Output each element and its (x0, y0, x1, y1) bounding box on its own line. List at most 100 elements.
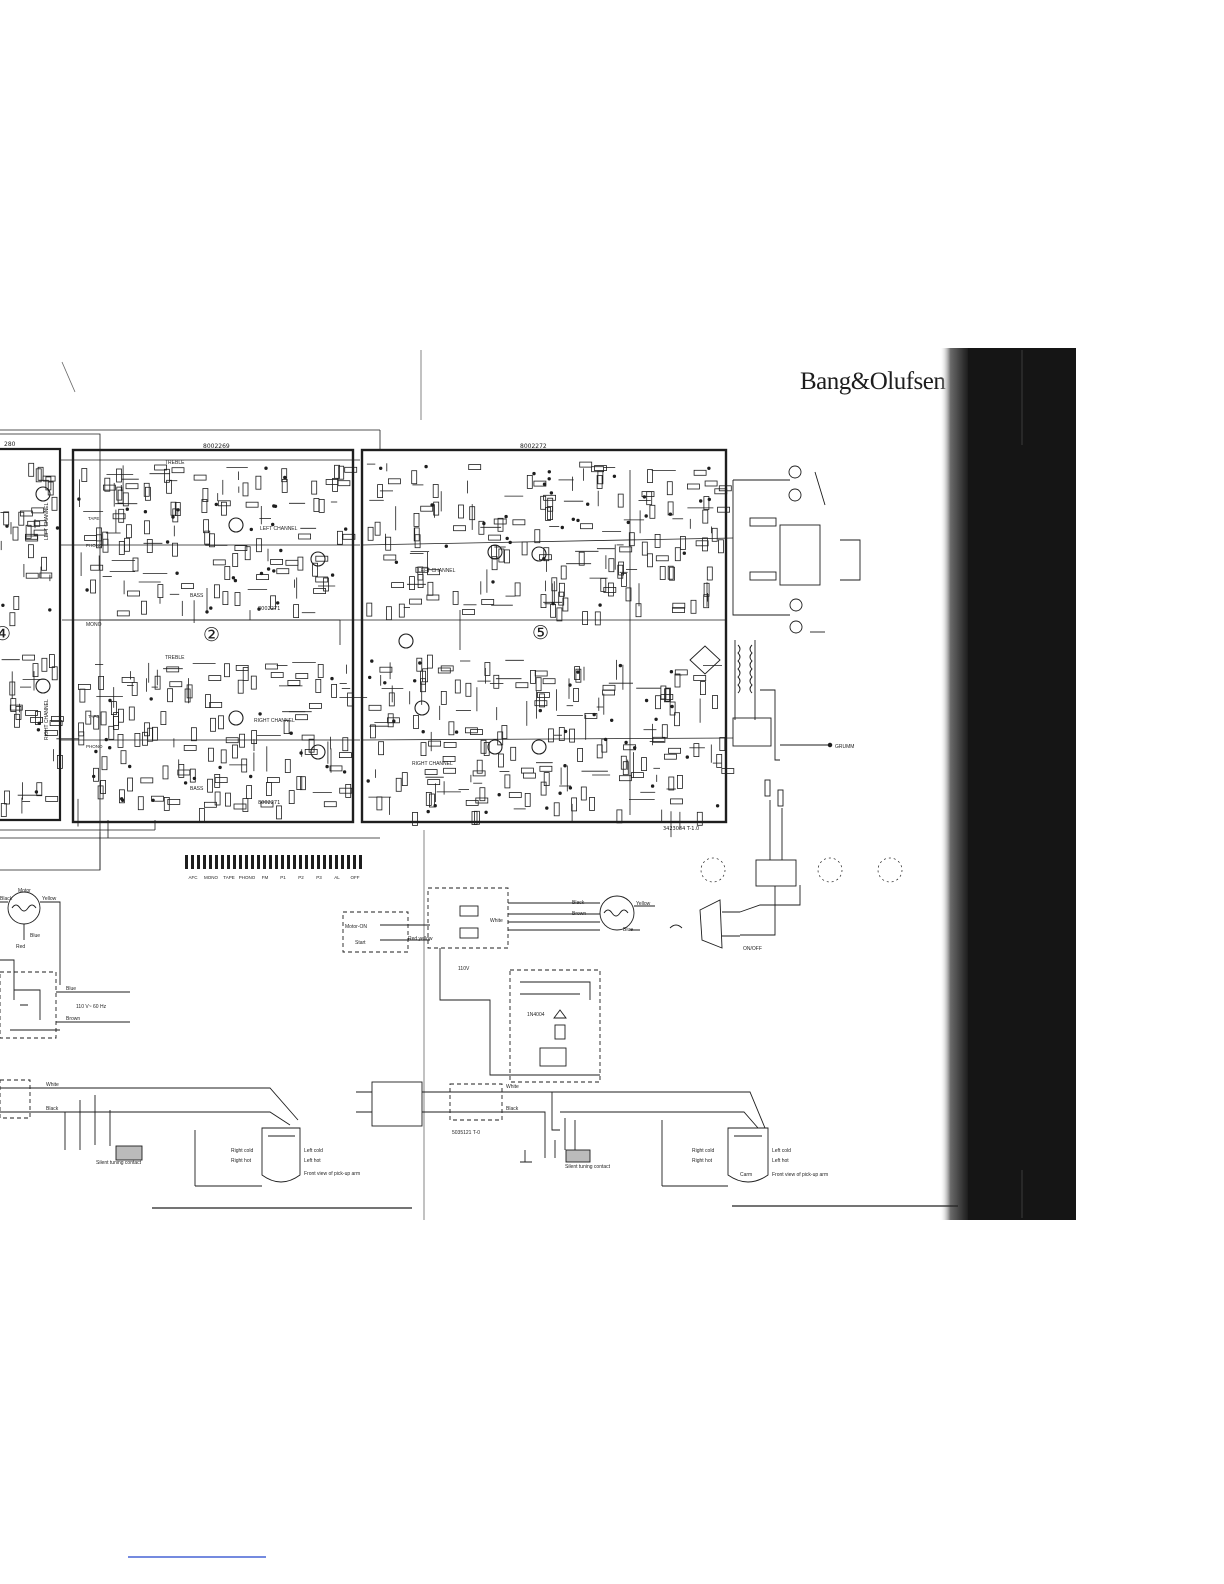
circuit-mark (315, 679, 322, 693)
circuit-mark (242, 798, 249, 812)
circuit-mark (598, 603, 602, 607)
signal-bus (361, 737, 734, 741)
circuit-mark (411, 470, 418, 485)
circuit-mark (667, 565, 674, 580)
tt-right-white2: White (506, 1084, 519, 1090)
circuit-mark (119, 797, 124, 801)
circuit-mark (702, 509, 709, 524)
circuit-mark (540, 781, 547, 796)
circuit-mark (424, 464, 428, 469)
switch-contact (329, 855, 332, 869)
circuit-mark (317, 664, 324, 678)
circuit-mark (433, 501, 440, 516)
circuit-mark (117, 489, 124, 504)
circuit-mark (78, 731, 85, 746)
circuit-mark (281, 478, 288, 493)
circuit-mark (412, 812, 418, 826)
circuit-mark (534, 529, 541, 544)
switch-contact (287, 855, 290, 869)
selector-label: OFF (351, 875, 360, 880)
circuit-mark (612, 474, 617, 478)
circuit-mark (454, 679, 461, 694)
circuit-mark (578, 551, 585, 566)
circuit-mark (101, 756, 108, 771)
circuit-mark (542, 678, 556, 685)
tt-right-right-hot: Right hot (692, 1158, 713, 1164)
circuit-mark (296, 776, 303, 790)
circuit-mark (209, 702, 223, 708)
circuit-mark (427, 581, 434, 596)
circuit-mark (246, 785, 253, 799)
circuit-mark (617, 493, 624, 508)
circuit-mark (649, 504, 656, 519)
circuit-mark (501, 725, 508, 739)
circuit-mark (331, 684, 338, 698)
circuit-mark (409, 598, 423, 605)
circuit-mark (704, 480, 718, 487)
selector-switch-p1: P1 (275, 855, 290, 880)
circuit-mark (233, 803, 247, 810)
circuit-mark (560, 565, 567, 580)
circuit-mark (596, 744, 603, 759)
brand-logo-text: Bang&Olufsen (800, 368, 946, 395)
circuit-mark (35, 468, 42, 483)
circuit-mark (249, 527, 253, 532)
tt-right-black: Black (572, 900, 585, 906)
circuit-mark (112, 513, 126, 520)
tt-right-left-hot: Left hot (772, 1158, 789, 1164)
circuit-mark (297, 556, 304, 571)
circuit-mark (325, 764, 329, 769)
selector-switch-fm: FM (257, 855, 272, 880)
circuit-mark (715, 804, 720, 808)
circuit-mark (329, 765, 343, 772)
circuit-mark (473, 810, 480, 825)
circuit-mark (558, 727, 565, 741)
tt-left-left-cold: Left cold (304, 1148, 323, 1154)
circuit-mark (171, 467, 185, 474)
subboard-number-top: 8002271 (258, 606, 280, 612)
circuit-mark (535, 677, 542, 692)
circuit-mark (703, 594, 710, 609)
binding-shadow (940, 348, 1076, 1220)
circuit-mark (81, 468, 88, 482)
circuit-mark (189, 768, 196, 783)
circuit-mark (79, 688, 86, 703)
circuit-mark (288, 790, 295, 804)
circuit-mark (680, 536, 686, 550)
circuit-mark (202, 488, 209, 502)
circuit-mark (413, 513, 420, 527)
circuit-mark (374, 521, 381, 536)
circuit-mark (342, 770, 347, 774)
circuit-mark (256, 574, 269, 580)
circuit-mark (504, 549, 510, 564)
circuit-mark (488, 534, 502, 541)
circuit-mark (120, 750, 127, 765)
circuit-mark (602, 684, 616, 691)
circuit-mark (330, 676, 334, 681)
switch-contact (293, 855, 296, 869)
circuit-mark (131, 682, 138, 696)
circuit-mark (394, 560, 399, 564)
circuit-mark (530, 670, 536, 684)
circuit-mark (22, 654, 36, 661)
circuit-mark (270, 559, 284, 565)
circuit-mark (668, 747, 681, 754)
tt-right-yellow: Yellow (636, 901, 651, 907)
circuit-mark (660, 694, 674, 700)
circuit-mark (315, 576, 329, 583)
circuit-mark (659, 566, 666, 580)
circuit-mark (586, 502, 590, 506)
right-channel-label-board5: RIGHT CHANNEL (412, 761, 453, 767)
circuit-mark (539, 765, 553, 772)
board-frames (0, 429, 728, 871)
circuit-mark (716, 754, 723, 768)
switch-contact (239, 855, 242, 869)
circuit-mark (576, 670, 580, 674)
circuit-mark (620, 755, 627, 770)
circuit-mark (108, 698, 112, 703)
circuit-mark (387, 478, 401, 485)
circuit-mark (560, 525, 564, 530)
circuit-mark (232, 553, 239, 567)
circuit-mark (35, 711, 41, 725)
